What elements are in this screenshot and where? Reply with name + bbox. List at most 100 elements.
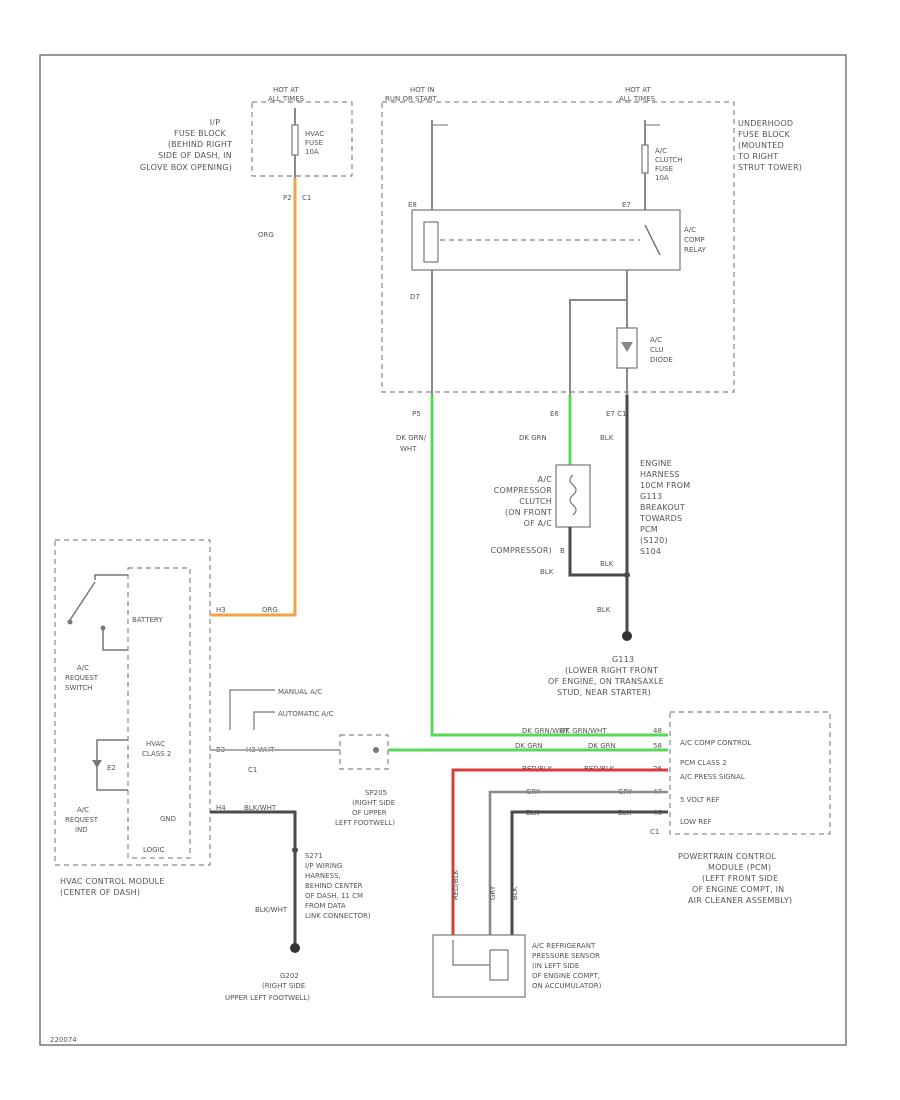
svg-text:10CM FROM: 10CM FROM [640, 481, 690, 490]
svg-text:OF DASH, 11 CM: OF DASH, 11 CM [305, 892, 363, 900]
svg-text:(LOWER RIGHT FRONT: (LOWER RIGHT FRONT [565, 666, 658, 675]
svg-text:FUSE BLOCK: FUSE BLOCK [738, 130, 790, 139]
svg-text:DK GRN/: DK GRN/ [396, 434, 427, 442]
svg-text:A/C REFRIGERANT: A/C REFRIGERANT [532, 942, 596, 950]
svg-text:HARNESS,: HARNESS, [305, 872, 341, 880]
svg-text:CLU: CLU [650, 346, 664, 354]
svg-text:FUSE: FUSE [305, 139, 323, 147]
svg-text:I/P WIRING: I/P WIRING [305, 862, 342, 870]
blk-3-label: BLK [600, 560, 614, 568]
battery-label: BATTERY [132, 616, 163, 624]
svg-text:COMPRESSOR: COMPRESSOR [494, 486, 552, 495]
svg-text:A/C: A/C [538, 475, 553, 484]
svg-text:FUSE BLOCK: FUSE BLOCK [174, 129, 226, 138]
svg-text:RUN OR START: RUN OR START [385, 95, 437, 103]
ac-request-switch-icon [69, 581, 96, 621]
ip-fuse-block-label: I/P [210, 118, 220, 127]
svg-text:BEHIND CENTER: BEHIND CENTER [305, 882, 363, 890]
svg-text:DIODE: DIODE [650, 356, 673, 364]
c1-mid-label: C1 [248, 766, 257, 774]
hvac-control-module-box [54, 539, 211, 866]
svg-text:CLUTCH: CLUTCH [655, 156, 683, 164]
e7-label: E7 [622, 201, 631, 209]
dk-grn-wht-wire [430, 395, 668, 737]
svg-text:RELAY: RELAY [684, 246, 707, 254]
pcm-pin-1: 58 [653, 742, 662, 750]
ground-g202-icon [290, 943, 300, 953]
ac-request-ind-icon [92, 760, 102, 768]
svg-text:TO RIGHT: TO RIGHT [737, 152, 778, 161]
pcm-signal-4: LOW REF [680, 818, 712, 826]
svg-text:OF ENGINE COMPT, IN: OF ENGINE COMPT, IN [692, 885, 784, 894]
blk-wht-ground-wire [210, 810, 297, 945]
svg-text:FUSE: FUSE [655, 165, 673, 173]
orange-wire [210, 178, 297, 617]
b-label: B [560, 547, 565, 555]
dk-grn-label: DK GRN [519, 434, 547, 442]
svg-text:FROM DATA: FROM DATA [305, 902, 346, 910]
h3-label: H3 [216, 606, 226, 614]
svg-text:OF UPPER: OF UPPER [352, 809, 387, 817]
svg-text:TOWARDS: TOWARDS [639, 514, 682, 523]
svg-text:UPPER LEFT FOOTWELL): UPPER LEFT FOOTWELL) [225, 994, 310, 1002]
svg-text:WHT: WHT [400, 445, 417, 453]
ac-clutch-fuse-icon [641, 144, 649, 174]
gry-v-label: GRY [489, 885, 497, 900]
pcm-pins: 48 58 26 47 46 [653, 727, 662, 817]
svg-text:OF A/C: OF A/C [524, 519, 553, 528]
svg-text:S271: S271 [305, 852, 323, 860]
sp205-box [339, 734, 389, 770]
c1-top-label: C1 [302, 194, 311, 202]
svg-text:A/C: A/C [655, 147, 667, 155]
blk-4-label: BLK [597, 606, 611, 614]
p2-label: P2 [283, 194, 292, 202]
svg-text:(RIGHT SIDE: (RIGHT SIDE [352, 799, 395, 807]
blk-v-label: BLK [511, 886, 519, 900]
blk-low-ref-wire [510, 810, 668, 935]
svg-text:HARNESS: HARNESS [640, 470, 680, 479]
svg-text:SIDE OF DASH, IN: SIDE OF DASH, IN [158, 151, 232, 160]
svg-text:(MOUNTED: (MOUNTED [738, 141, 784, 150]
svg-text:A/C: A/C [650, 336, 662, 344]
svg-text:STUD, NEAR STARTER): STUD, NEAR STARTER) [557, 688, 651, 697]
e8-label: E8 [408, 201, 417, 209]
pcm-signal-3: 5 VOLT REF [680, 796, 720, 804]
svg-text:CLUTCH: CLUTCH [519, 497, 552, 506]
svg-text:HOT AT: HOT AT [625, 86, 652, 94]
svg-text:(LEFT FRONT SIDE: (LEFT FRONT SIDE [702, 874, 778, 883]
svg-text:G113: G113 [640, 492, 662, 501]
svg-text:(S120): (S120) [640, 536, 668, 545]
manual-ac-label: MANUAL A/C [278, 688, 322, 696]
pcm-pin-0: 48 [653, 727, 662, 735]
pcm-signal-0: A/C COMP CONTROL [680, 739, 751, 747]
hvac-control-module-label: HVAC CONTROL MODULE [60, 877, 165, 886]
pcm-color-right-1: DK GRN [588, 742, 616, 750]
org-label: ORG [258, 231, 274, 239]
pcm-color-right-0: DK GRN/WHT [560, 727, 607, 735]
gry-wire [488, 790, 668, 935]
svg-text:ALL TIMES: ALL TIMES [619, 95, 656, 103]
svg-text:E2: E2 [107, 764, 116, 772]
pressure-sensor-icon [489, 949, 509, 981]
pcm-label: POWERTRAIN CONTROL [678, 852, 777, 861]
fuse-hvac-icon [291, 124, 299, 156]
svg-text:COMPRESSOR): COMPRESSOR) [490, 546, 552, 555]
svg-text:SP205: SP205 [365, 789, 387, 797]
ground-g113-icon [622, 631, 632, 641]
red-blk-v-label: RED/BLK [452, 869, 460, 900]
svg-text:REQUEST: REQUEST [65, 816, 99, 824]
svg-text:G113: G113 [612, 655, 634, 664]
svg-text:COMP: COMP [684, 236, 705, 244]
figure-id: 220074 [50, 1036, 77, 1044]
hot-all-times-label-1: HOT AT [273, 86, 300, 94]
ac-comp-relay-box [411, 209, 681, 271]
outer-frame [39, 54, 847, 1046]
pcm-wire-colors-right: DK GRN/WHT DK GRN RED/BLK GRY BLK [560, 727, 633, 817]
org-2-label: ORG [262, 606, 278, 614]
svg-text:PRESSURE SENSOR: PRESSURE SENSOR [532, 952, 600, 960]
pcm-c1-label: C1 [650, 828, 659, 836]
pcm-signal-1: PCM CLASS 2 [680, 759, 727, 767]
pressure-sensor-box [432, 934, 526, 998]
